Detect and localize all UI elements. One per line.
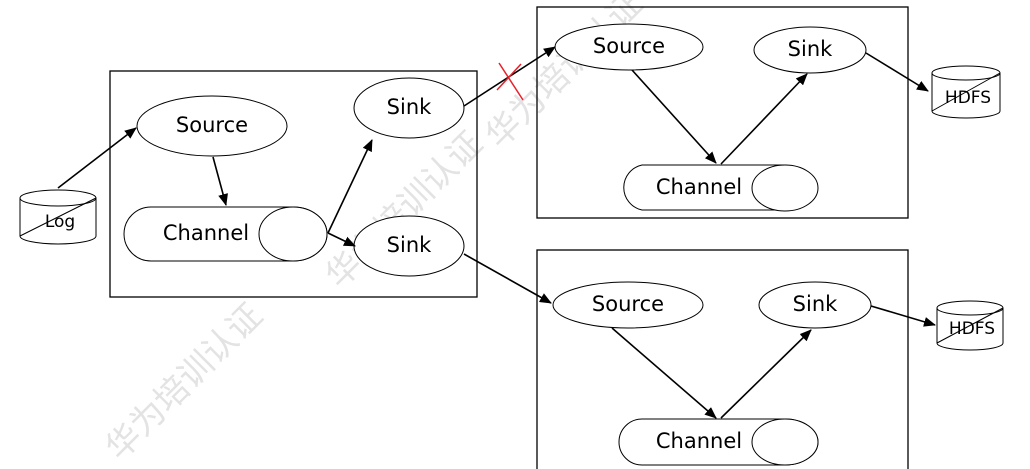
agent-3-channel-label: Channel bbox=[656, 429, 742, 453]
edge-sink-to-hdfs-bottom bbox=[870, 305, 936, 327]
agent-2: Source Sink Channel bbox=[536, 6, 909, 219]
log-store-label: Log bbox=[45, 212, 75, 232]
agent-1-sink-2-label: Sink bbox=[387, 233, 432, 257]
edge-sink2-to-agent-3-source bbox=[463, 253, 552, 304]
agent-1-channel-node[interactable] bbox=[123, 206, 328, 262]
agent-2-channel-node[interactable] bbox=[623, 164, 819, 212]
hdfs-store-bottom-icon[interactable] bbox=[936, 300, 1004, 351]
edge-channel-to-sink-2b bbox=[720, 73, 808, 165]
agent-2-channel-label: Channel bbox=[656, 175, 742, 199]
agent-3-source-node[interactable] bbox=[552, 281, 704, 329]
edge-channel-to-sink-2 bbox=[327, 232, 356, 247]
edge-sink-to-hdfs-top bbox=[865, 52, 929, 92]
edge-log-to-source bbox=[57, 127, 137, 189]
edge-channel-to-sink-1 bbox=[327, 139, 373, 234]
agent-1: Source Channel Sink Sink bbox=[109, 70, 478, 298]
agent-1-channel-label: Channel bbox=[163, 221, 249, 245]
agent-3: Source Sink Channel bbox=[536, 249, 909, 469]
agent-3-sink-node[interactable] bbox=[758, 281, 872, 329]
agent-1-source-node[interactable] bbox=[136, 95, 288, 157]
edge-channel-to-sink-3 bbox=[720, 329, 812, 419]
agent-1-frame bbox=[109, 70, 478, 298]
agent-2-source-label: Source bbox=[593, 34, 665, 58]
hdfs-store-top-label: HDFS bbox=[945, 88, 991, 108]
edge-source-to-channel-2 bbox=[631, 69, 717, 164]
agent-3-channel-node[interactable] bbox=[618, 418, 819, 466]
agent-2-sink-label: Sink bbox=[788, 37, 833, 61]
agent-2-frame bbox=[536, 6, 909, 219]
watermark-1: 华为培训认证 bbox=[98, 296, 271, 469]
failure-x-icon bbox=[496, 62, 524, 101]
hdfs-store-bottom-label: HDFS bbox=[949, 319, 995, 339]
hdfs-store-top-icon[interactable] bbox=[931, 65, 1001, 119]
agent-3-source-label: Source bbox=[592, 292, 664, 316]
agent-1-source-label: Source bbox=[176, 113, 248, 137]
edge-source-to-channel-3 bbox=[611, 327, 717, 419]
agent-2-sink-node[interactable] bbox=[753, 26, 867, 74]
agent-3-frame bbox=[536, 249, 909, 469]
agent-1-sink-1-label: Sink bbox=[387, 95, 432, 119]
agent-1-sink-1-node[interactable] bbox=[353, 77, 465, 139]
agent-3-sink-label: Sink bbox=[793, 292, 838, 316]
edge-source-to-channel-1 bbox=[212, 156, 228, 206]
watermark-3: 华为培训认证 bbox=[478, 0, 651, 156]
log-store-icon[interactable] bbox=[19, 189, 97, 245]
